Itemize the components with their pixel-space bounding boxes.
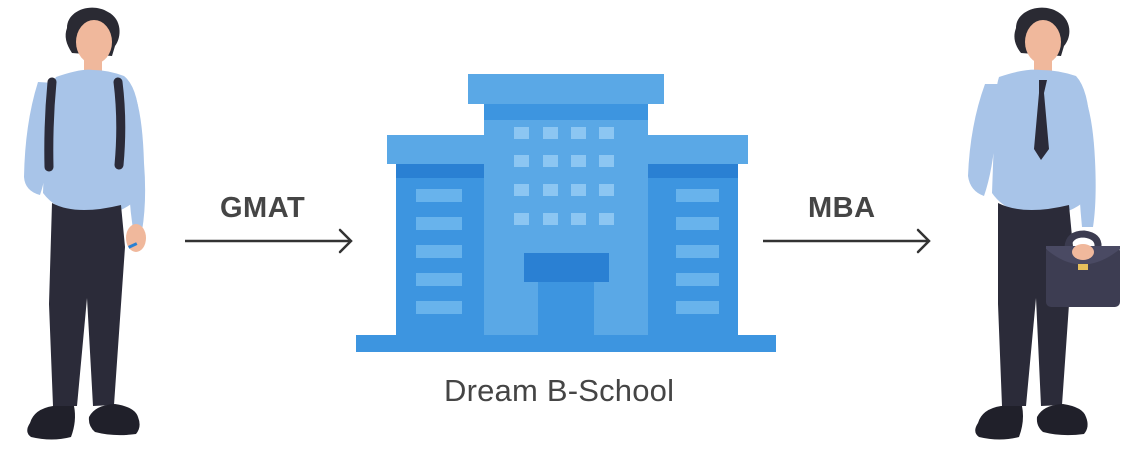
school-name-label: Dream B-School <box>444 373 675 408</box>
student-with-backpack-icon <box>24 7 146 440</box>
gmat-label: GMAT <box>220 192 306 224</box>
mba-label: MBA <box>808 192 876 224</box>
school-building-icon <box>356 74 776 352</box>
professional-with-briefcase-icon <box>968 7 1120 440</box>
arrow-to-school <box>185 228 353 254</box>
arrow-to-graduate <box>763 228 931 254</box>
